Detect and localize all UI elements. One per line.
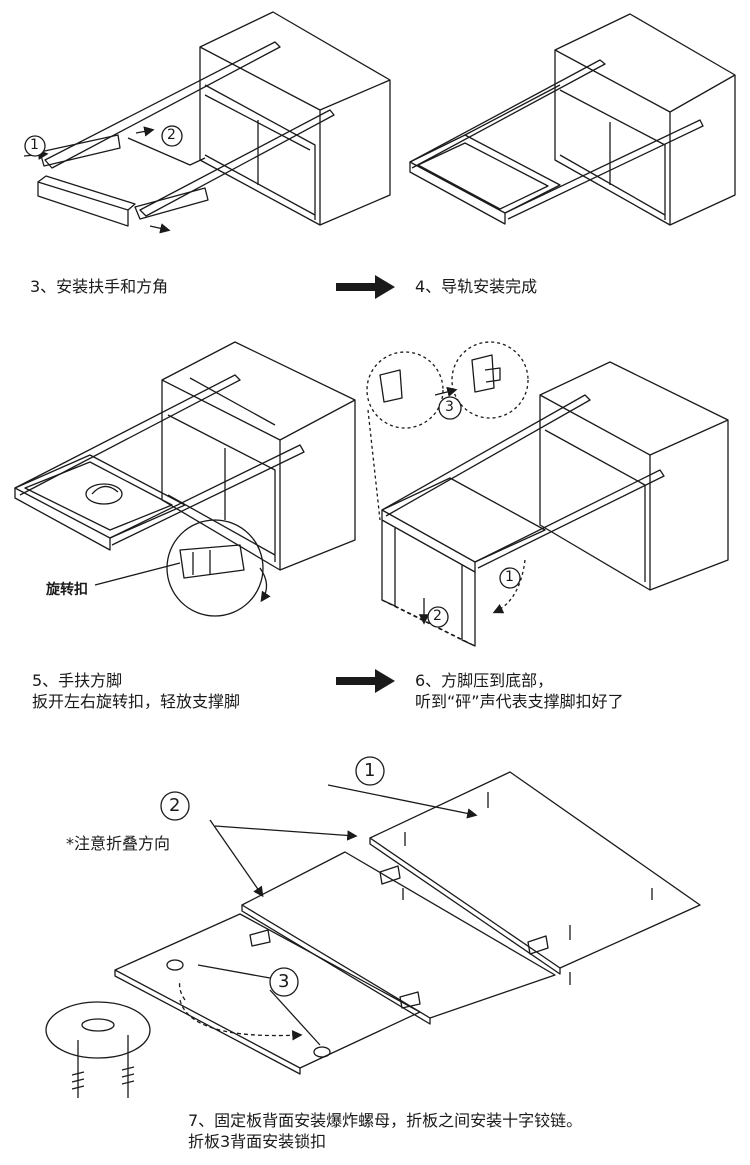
- callout-circle: [161, 125, 183, 147]
- step5-caption-line2: 扳开左右旋转扣，轻放支撑脚: [32, 692, 241, 711]
- callout-circle: [427, 606, 449, 628]
- right-arrow-icon: [336, 669, 395, 693]
- callout-circle: [438, 396, 462, 420]
- right-arrow-icon: [336, 275, 395, 299]
- step3-caption: 3、安装扶手和方角: [30, 277, 169, 296]
- callout-circle: [160, 791, 190, 821]
- callout-1: 1: [30, 137, 39, 153]
- step4-caption: 4、导轨安装完成: [415, 277, 538, 296]
- callout-1: 1: [364, 760, 376, 781]
- rotary-buckle-label: 旋转扣: [46, 582, 88, 598]
- callout-circle: [355, 756, 385, 786]
- callout-circle: [499, 567, 521, 589]
- callout-2: 2: [169, 795, 181, 816]
- step7-caption-line1: 7、固定板背面安装爆炸螺母，折板之间安装十字铰链。: [188, 1111, 583, 1130]
- step4-illustration: [409, 13, 736, 226]
- callout-2: 2: [433, 608, 442, 624]
- step7-illustration: [45, 771, 701, 1098]
- callout-3: 3: [278, 971, 290, 992]
- callout-2: 2: [167, 127, 176, 143]
- callout-circle: [269, 967, 299, 997]
- step5-caption-line1: 5、手扶方脚: [32, 671, 123, 690]
- callout-circle: [24, 135, 46, 157]
- callout-1: 1: [505, 569, 514, 585]
- step3-illustration: [23, 11, 391, 234]
- step6-caption-line1: 6、方脚压到底部，: [415, 671, 554, 690]
- step6-illustration: [366, 341, 729, 647]
- step6-caption-line2: 听到“砰”声代表支撑脚扣好了: [415, 692, 624, 711]
- fold-direction-note: *注意折叠方向: [66, 834, 171, 853]
- callout-3: 3: [445, 399, 454, 415]
- step5-illustration: [14, 341, 356, 617]
- step7-caption-line2: 折板3背面安装锁扣: [188, 1132, 327, 1151]
